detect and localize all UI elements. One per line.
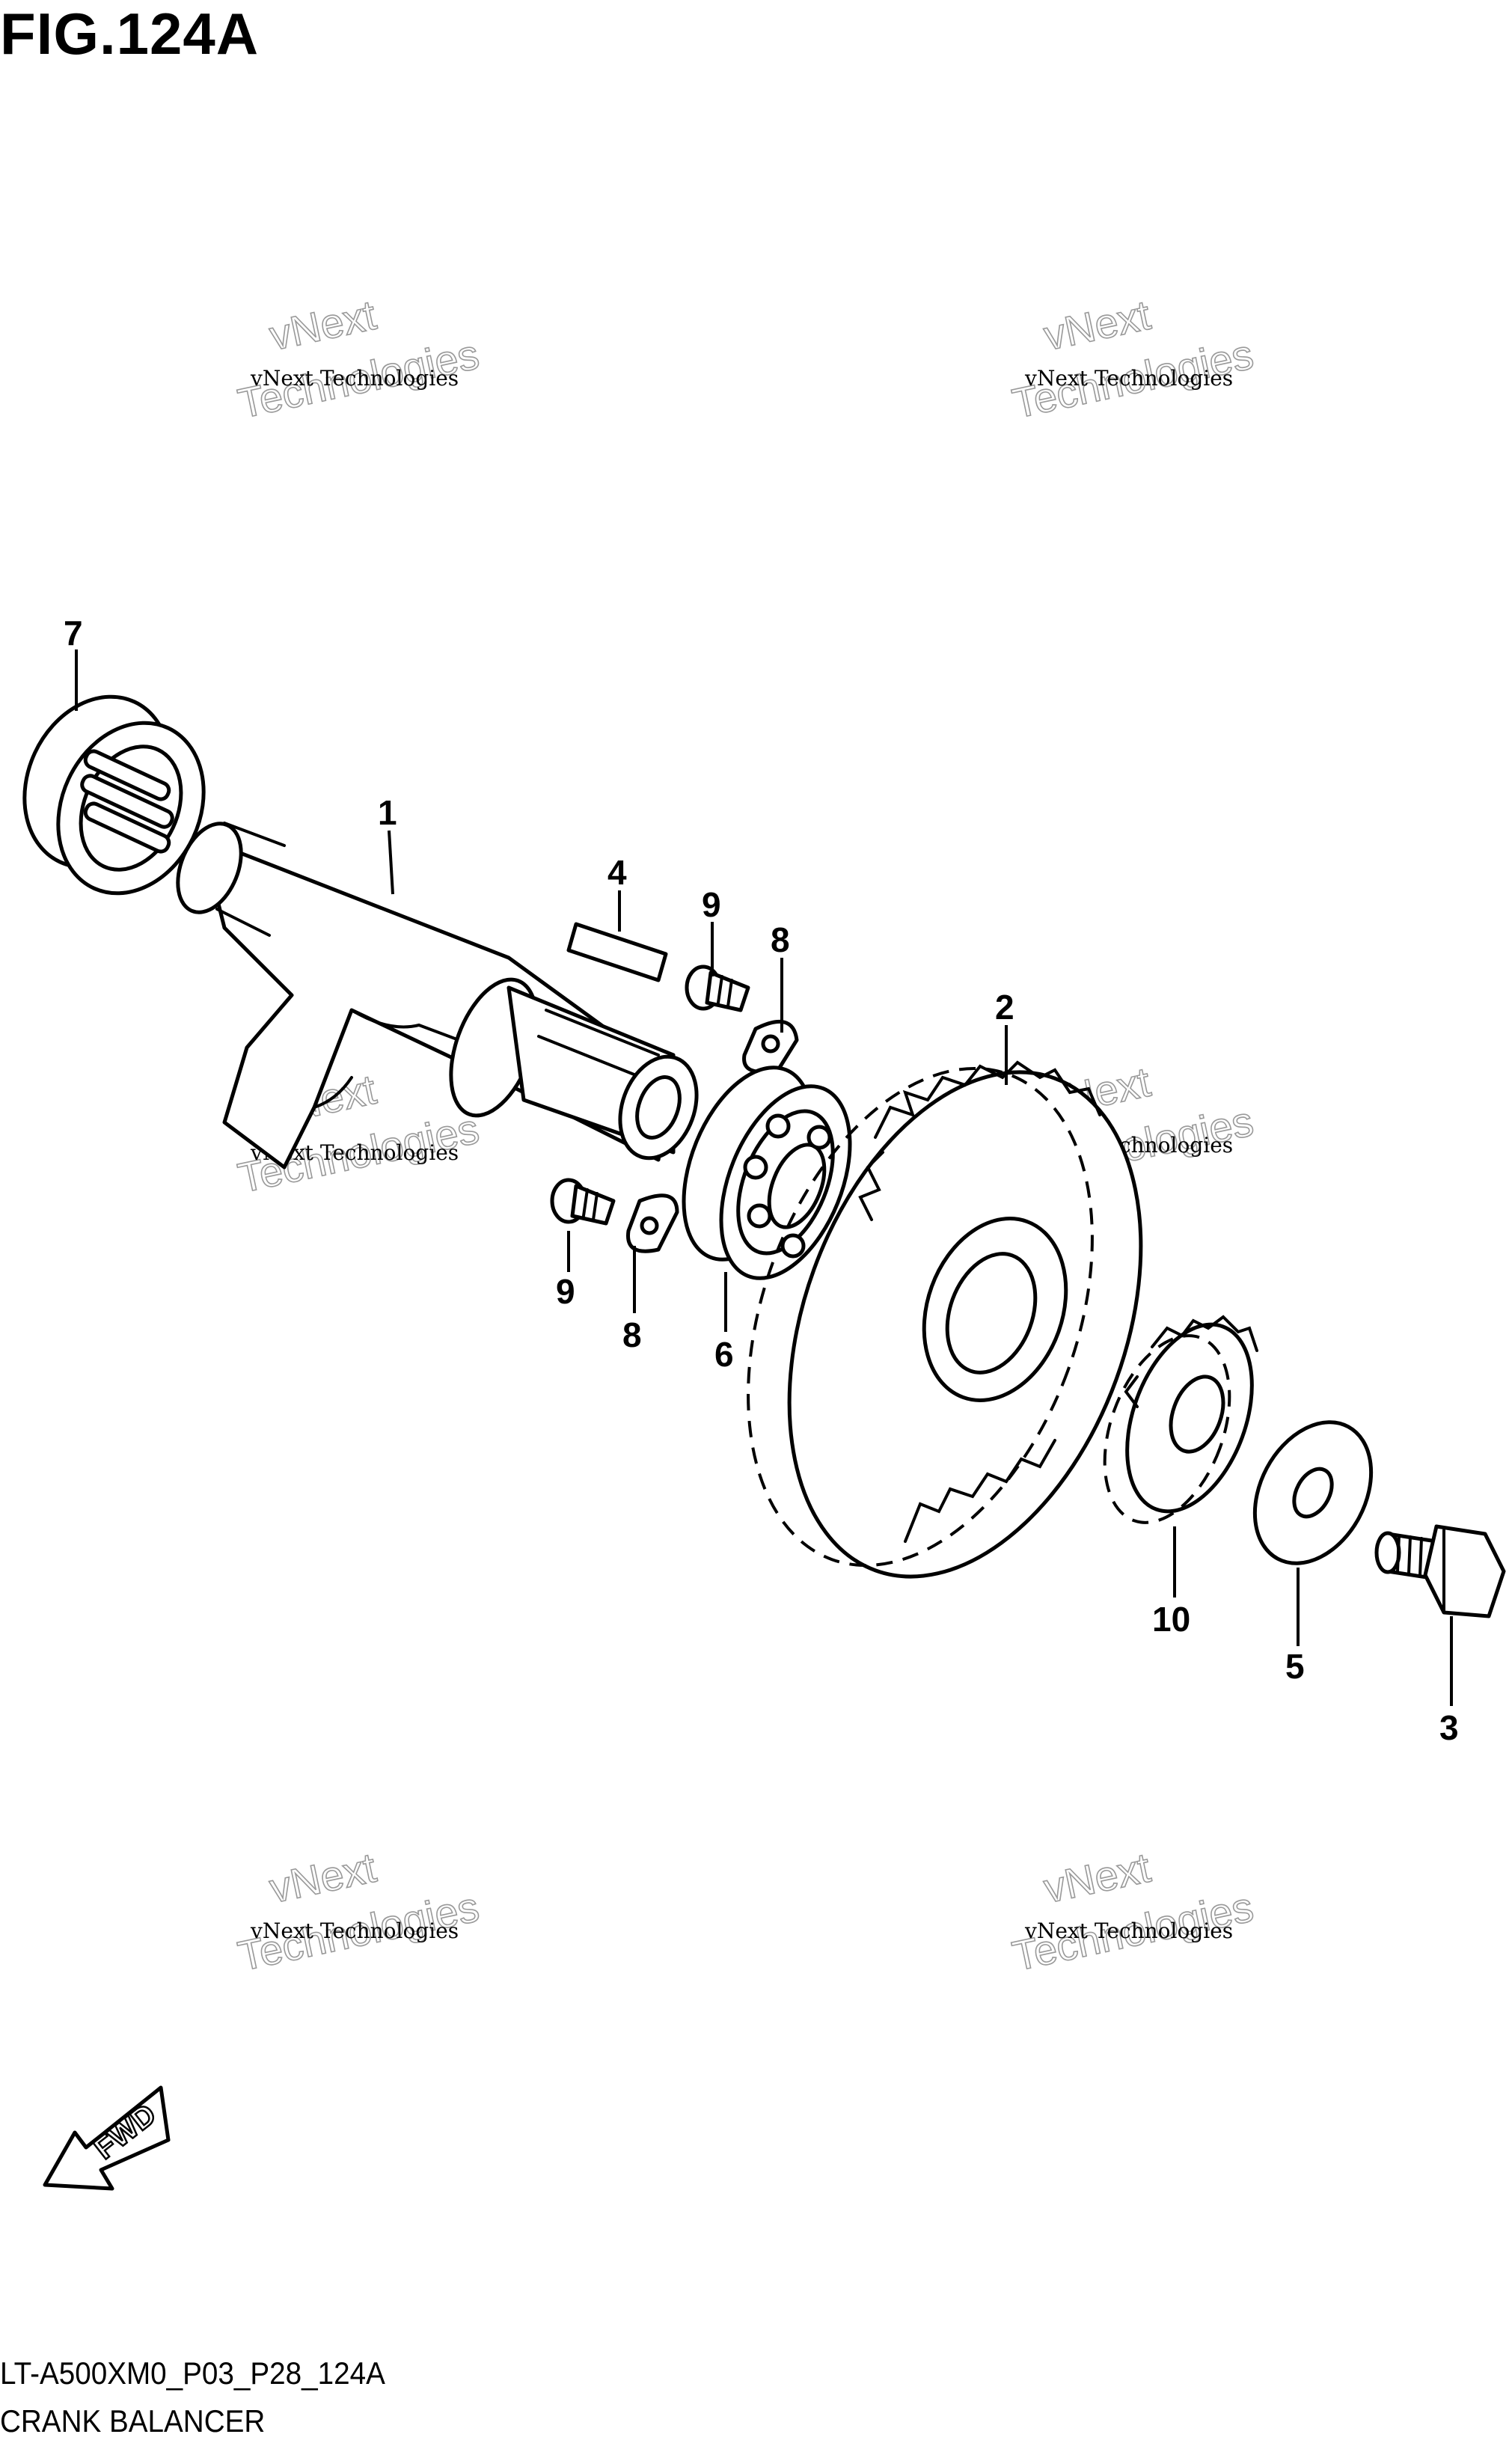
part-5-washer [1252, 1420, 1374, 1565]
part-4-key [566, 922, 668, 982]
part-10-small-gear [1103, 1315, 1258, 1524]
figure-title: FIG.124A [0, 1, 260, 67]
part-2-balancer-gear [747, 1060, 1143, 1579]
part-8-lock-washer-upper [742, 1019, 799, 1074]
svg-text:vNext Technologies: vNext Technologies [250, 366, 459, 391]
callout-7: 7 [64, 614, 83, 652]
leader-lines [75, 649, 1453, 1706]
watermark-top-right: vNext Technologies vNext Technologies [1008, 290, 1258, 428]
part-9-screw-lower [550, 1178, 616, 1226]
callout-9-upper: 9 [702, 885, 721, 924]
callout-6: 6 [714, 1335, 734, 1374]
part-3-bolt [1374, 1524, 1506, 1618]
svg-text:vNext Technologies: vNext Technologies [1024, 1918, 1233, 1943]
part-8-lock-washer-lower [626, 1193, 679, 1253]
svg-text:vNext Technologies: vNext Technologies [250, 1918, 459, 1943]
callout-5: 5 [1285, 1647, 1305, 1686]
svg-text:vNext: vNext [1040, 1844, 1155, 1912]
callout-8-lower: 8 [622, 1315, 642, 1354]
figure-name: CRANK BALANCER [0, 2403, 266, 2439]
watermark-bottom-left: vNext Technologies vNext Technologies [233, 1843, 483, 1981]
svg-text:vNext: vNext [266, 291, 381, 359]
watermark-bottom-right: vNext Technologies vNext Technologies [1008, 1843, 1258, 1981]
part-7-needle-bearing [22, 694, 206, 896]
watermark-top-left: vNext Technologies vNext Technologies [233, 290, 483, 428]
callout-9-lower: 9 [556, 1272, 575, 1311]
part-6-ball-bearing [682, 1065, 852, 1280]
part-9-screw-upper [685, 964, 750, 1012]
forward-direction-arrow: FWD [43, 2085, 171, 2191]
svg-text:vNext Technologies: vNext Technologies [1024, 366, 1233, 391]
part-1-balancer-shaft [176, 822, 699, 1170]
callout-3: 3 [1439, 1708, 1459, 1747]
callout-8-upper: 8 [771, 920, 790, 959]
callout-2: 2 [995, 988, 1014, 1027]
callout-1: 1 [378, 793, 397, 832]
callout-10: 10 [1152, 1600, 1190, 1639]
figure-code: LT-A500XM0_P03_P28_124A [0, 2355, 385, 2391]
svg-text:vNext: vNext [266, 1844, 381, 1912]
svg-text:vNext: vNext [1040, 291, 1155, 359]
callout-4: 4 [607, 853, 627, 892]
